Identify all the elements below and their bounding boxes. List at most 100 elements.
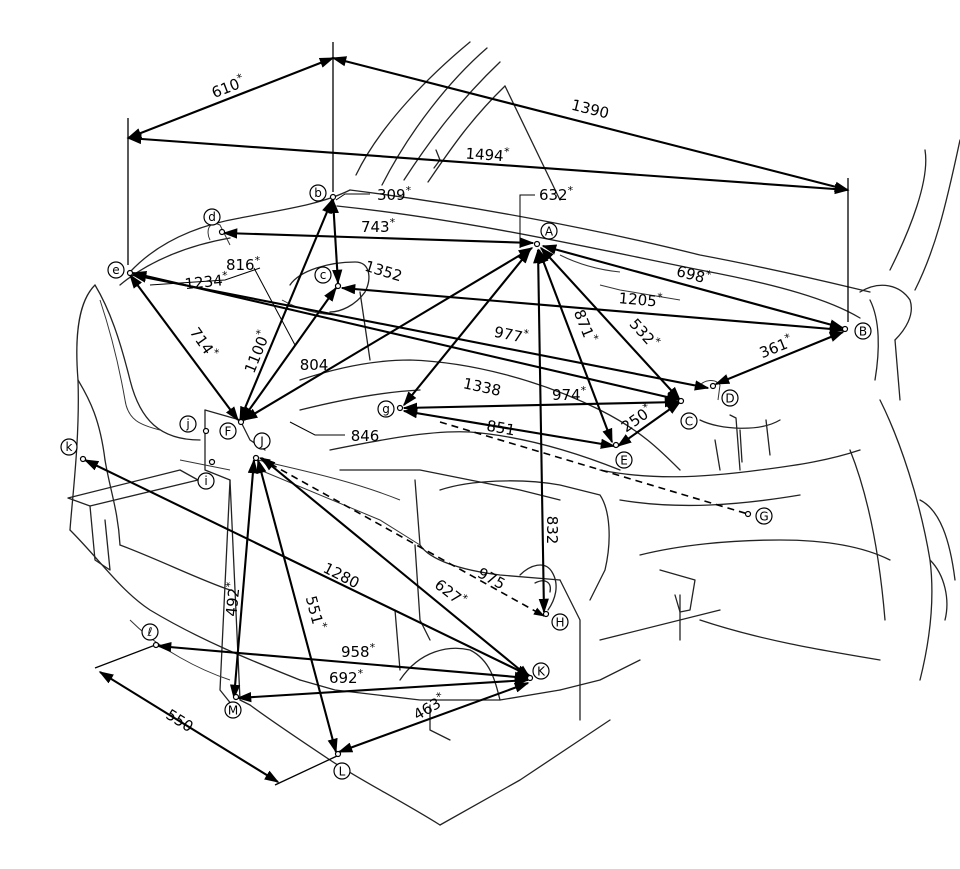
svg-text:977*: 977* bbox=[492, 321, 530, 348]
svg-text:J: J bbox=[259, 435, 264, 449]
point-label-J: J bbox=[253, 432, 271, 450]
point-label-C: C bbox=[680, 412, 698, 430]
dim-line-610 bbox=[126, 57, 335, 139]
measurement-point-dots bbox=[79, 193, 849, 758]
svg-text:492*: 492* bbox=[220, 581, 244, 618]
dim-line-492 bbox=[229, 458, 259, 700]
dim-361: 361* bbox=[756, 331, 796, 363]
dim-line-977 bbox=[403, 248, 531, 407]
svg-text:1494*: 1494* bbox=[465, 143, 510, 166]
svg-text:H: H bbox=[555, 616, 564, 630]
svg-text:974*: 974* bbox=[552, 384, 587, 404]
dim-871: 871* bbox=[570, 306, 602, 346]
dim-line-975 bbox=[259, 457, 545, 617]
dim-1280: 1280 bbox=[320, 559, 362, 592]
svg-text:E: E bbox=[620, 454, 628, 468]
dim-line-1494 bbox=[126, 133, 850, 195]
svg-text:551*: 551* bbox=[302, 593, 330, 632]
dim-974: 974* bbox=[552, 384, 587, 404]
dim-line-463 bbox=[337, 682, 530, 753]
dim-line-851 bbox=[402, 408, 616, 449]
svg-text:627*: 627* bbox=[431, 574, 471, 611]
dim-line-361 bbox=[714, 331, 845, 385]
point-label-H: H bbox=[551, 613, 569, 631]
dim-610: 610* bbox=[208, 71, 248, 102]
dim-line-714 bbox=[129, 273, 239, 422]
point-label-E: E bbox=[615, 451, 633, 469]
svg-text:e: e bbox=[112, 263, 119, 277]
dim-line-551 bbox=[256, 458, 338, 754]
dim-1338: 1338 bbox=[461, 374, 502, 400]
svg-text:L: L bbox=[339, 765, 346, 779]
point-label-l: ℓ bbox=[141, 623, 159, 641]
svg-text:871*: 871* bbox=[570, 306, 602, 346]
svg-text:c: c bbox=[320, 268, 327, 282]
svg-text:G: G bbox=[759, 510, 768, 524]
point-label-K: K bbox=[532, 662, 550, 680]
dim-line-dashed-g bbox=[439, 421, 749, 515]
svg-text:309*: 309* bbox=[377, 184, 412, 204]
svg-text:i: i bbox=[204, 474, 207, 488]
svg-text:632*: 632* bbox=[539, 184, 574, 204]
leader-lines bbox=[149, 193, 535, 436]
svg-text:361*: 361* bbox=[756, 331, 796, 363]
dim-line-309 bbox=[328, 198, 343, 285]
dim-627: 627* bbox=[431, 574, 471, 611]
point-label-B: B bbox=[854, 322, 872, 340]
dim-958: 958* bbox=[341, 641, 376, 661]
point-label-g: g bbox=[377, 400, 395, 418]
svg-text:j: j bbox=[185, 417, 189, 431]
dim-551: 551* bbox=[302, 593, 330, 632]
svg-text:1390: 1390 bbox=[570, 96, 611, 123]
point-label-j: j bbox=[179, 415, 197, 433]
dim-1390: 1390 bbox=[570, 96, 611, 123]
point-label-A: A bbox=[540, 222, 558, 240]
svg-text:846: 846 bbox=[351, 427, 380, 445]
svg-text:958*: 958* bbox=[341, 641, 376, 661]
dim-816: 816* bbox=[226, 254, 261, 274]
dim-550: 550 bbox=[163, 706, 197, 736]
svg-text:250*: 250* bbox=[617, 400, 657, 436]
svg-text:832: 832 bbox=[543, 516, 561, 545]
measurement-lines bbox=[83, 56, 850, 783]
svg-text:b: b bbox=[314, 186, 322, 200]
point-label-d: d bbox=[203, 208, 221, 226]
svg-text:1280: 1280 bbox=[320, 559, 362, 592]
dim-851: 851 bbox=[485, 417, 516, 440]
point-label-D: D bbox=[721, 389, 739, 407]
dim-1205: 1205* bbox=[618, 287, 664, 311]
point-label-L: L bbox=[333, 762, 351, 780]
svg-text:816*: 816* bbox=[226, 254, 261, 274]
dim-804: 804 bbox=[300, 356, 329, 374]
dim-832: 832 bbox=[543, 516, 561, 545]
dim-309: 309* bbox=[377, 184, 412, 204]
svg-text:g: g bbox=[382, 402, 390, 416]
svg-text:D: D bbox=[725, 392, 734, 406]
dim-250: 250* bbox=[617, 400, 657, 436]
dim-977: 977* bbox=[492, 321, 530, 348]
point-label-F: F bbox=[219, 422, 237, 440]
dim-975: 975 bbox=[474, 564, 508, 593]
point-label-i: i bbox=[197, 472, 215, 490]
svg-text:610*: 610* bbox=[208, 71, 248, 102]
point-label-k: k bbox=[60, 438, 78, 456]
svg-text:1205*: 1205* bbox=[618, 287, 664, 311]
dim-1234: 1234* bbox=[184, 269, 230, 294]
svg-text:1234*: 1234* bbox=[184, 269, 230, 294]
dim-632: 632* bbox=[539, 184, 574, 204]
svg-text:F: F bbox=[225, 425, 232, 439]
point-label-G: G bbox=[755, 507, 773, 525]
dim-line-871 bbox=[538, 248, 613, 444]
svg-text:851: 851 bbox=[485, 417, 516, 440]
svg-text:k: k bbox=[66, 440, 73, 454]
dim-line-958 bbox=[156, 642, 530, 682]
dim-line-550 bbox=[98, 671, 280, 783]
dim-line-532 bbox=[540, 246, 681, 402]
svg-text:C: C bbox=[685, 415, 693, 429]
svg-text:550: 550 bbox=[163, 706, 197, 736]
point-label-M: M bbox=[224, 701, 242, 719]
dim-692: 692* bbox=[329, 667, 364, 687]
point-labels: A B C D E F G H J K L M b c d e g i j k … bbox=[60, 184, 872, 780]
svg-text:1338: 1338 bbox=[461, 374, 502, 400]
dim-743: 743* bbox=[361, 216, 396, 236]
